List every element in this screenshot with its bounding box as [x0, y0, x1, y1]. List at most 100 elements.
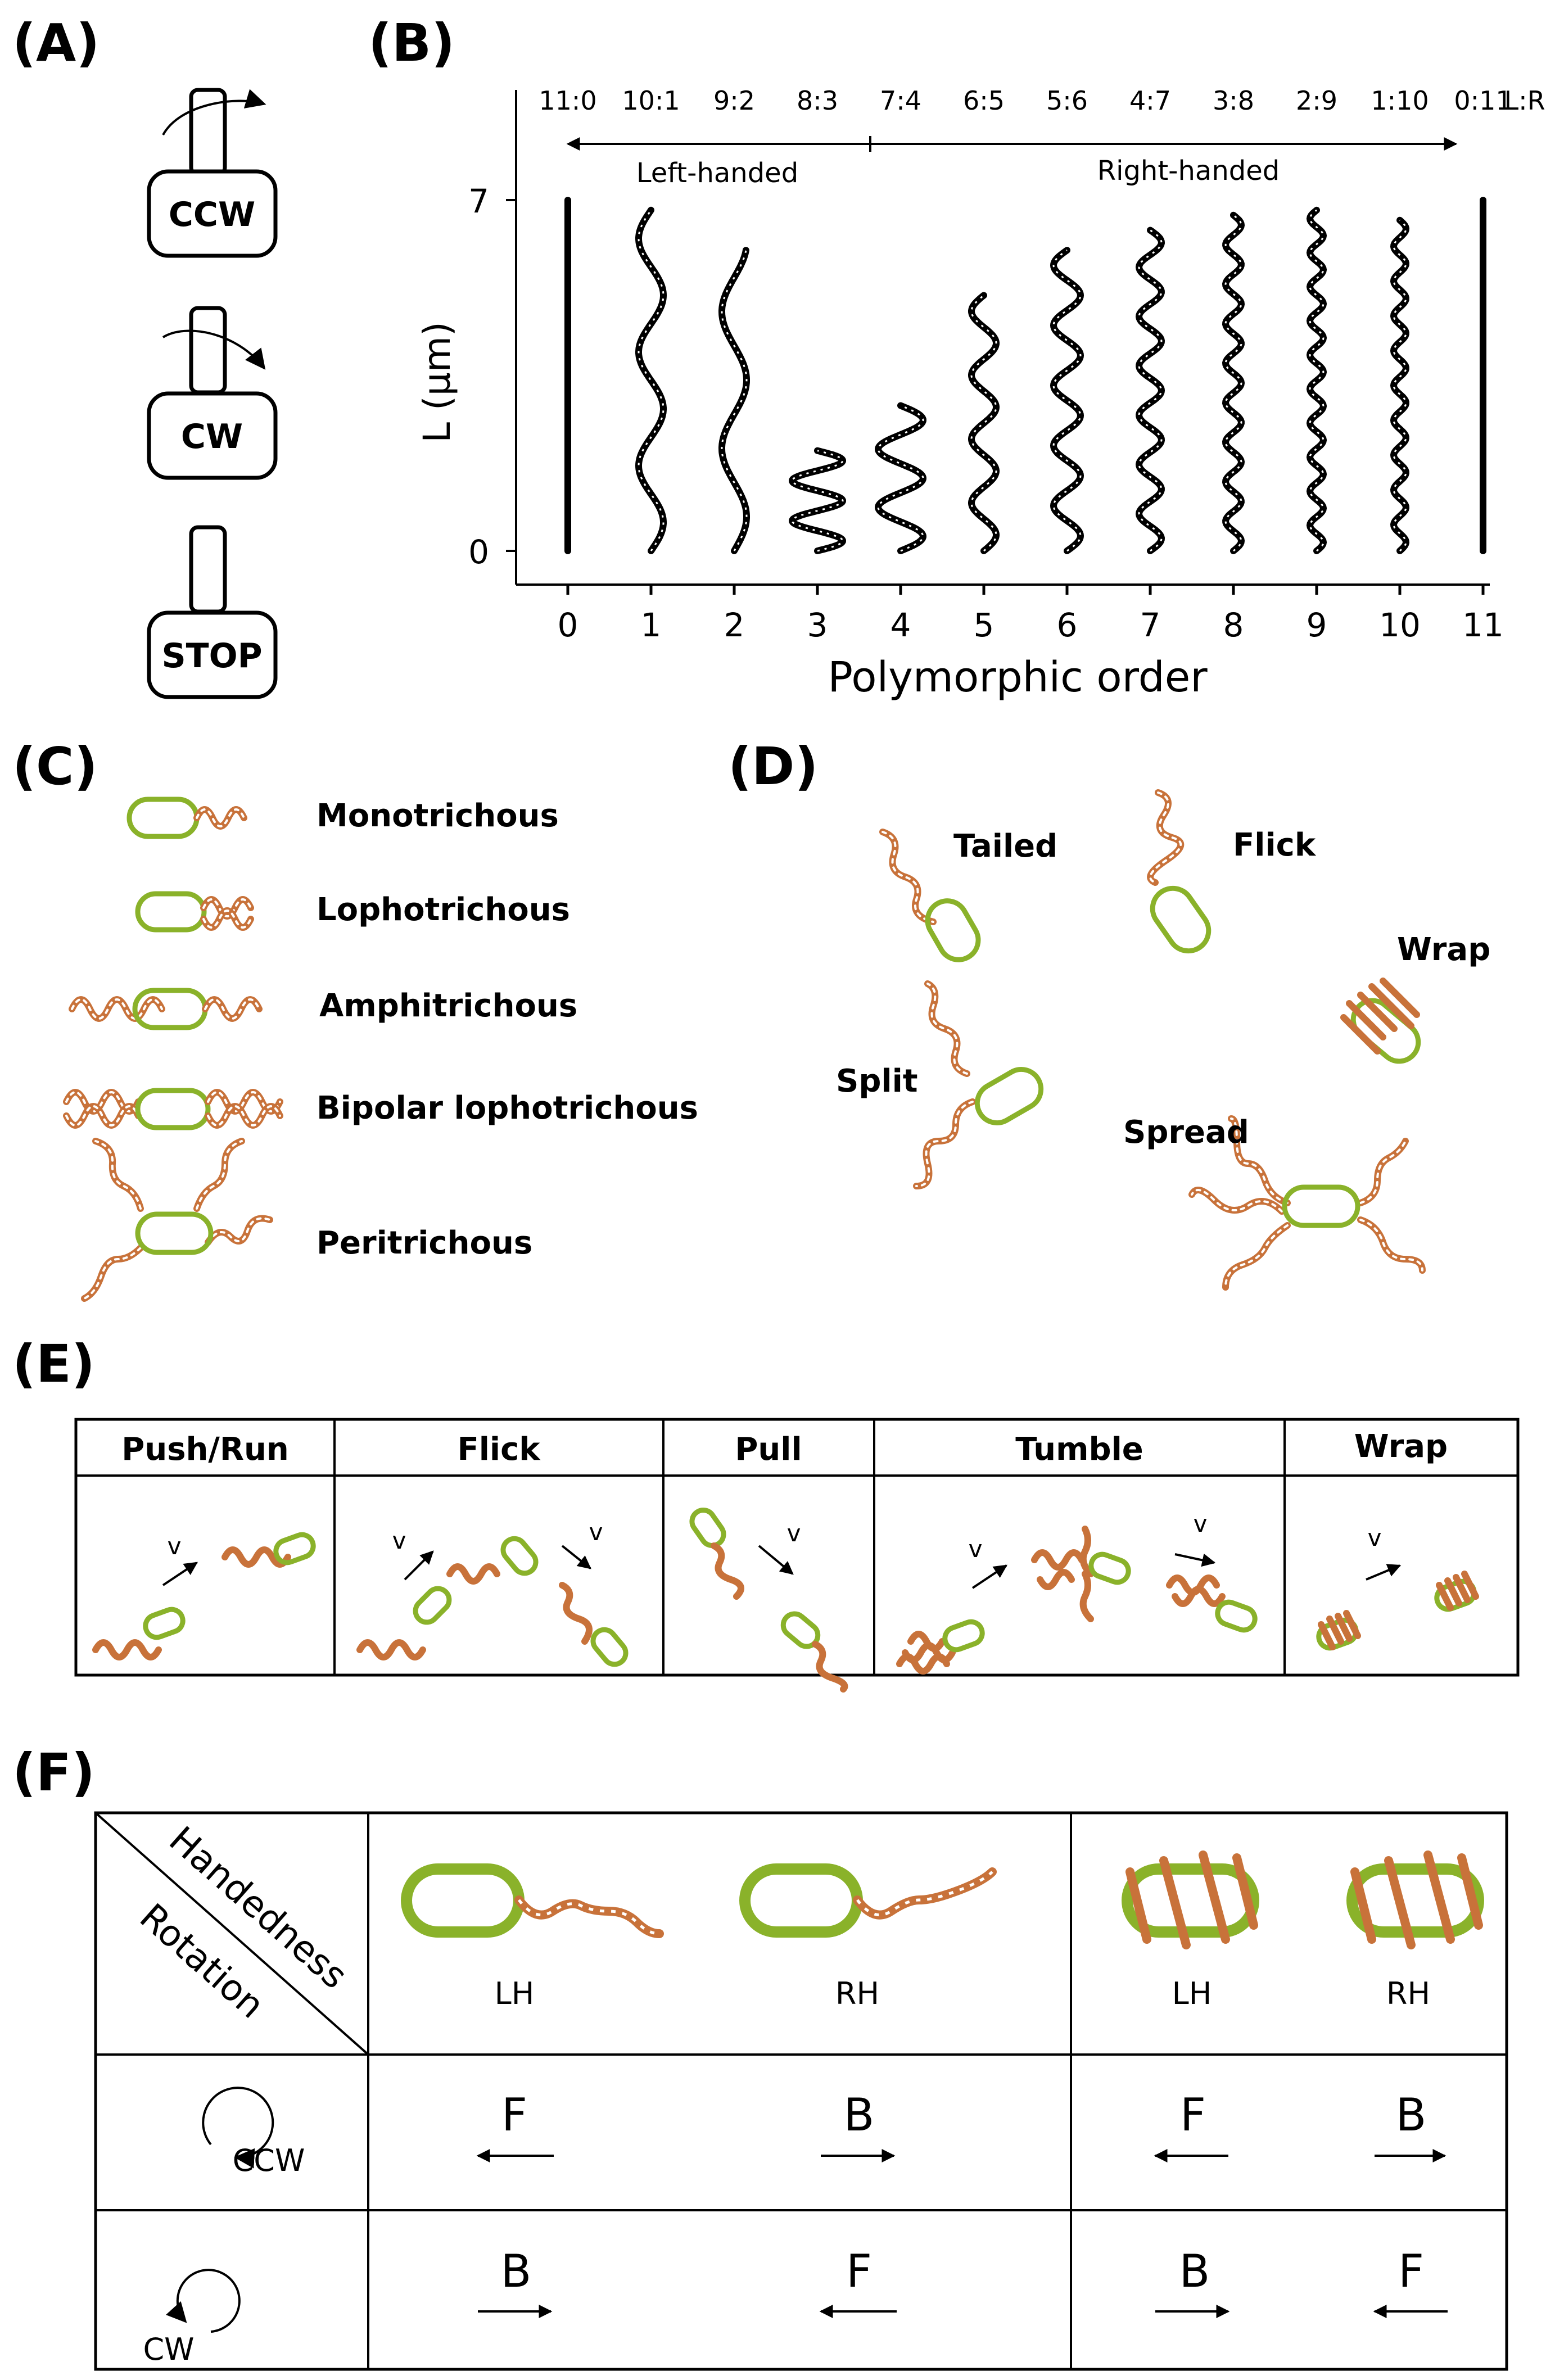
velocity-label: v	[787, 1519, 801, 1547]
peritrichous-cell	[81, 1138, 273, 1302]
ratio-header: L:R	[1504, 85, 1545, 116]
handedness-col-label: LH	[1172, 1976, 1212, 2011]
motor-cw: CW	[147, 306, 278, 480]
mode-header: Pull	[735, 1431, 802, 1468]
ccw-row-label: CCW	[233, 2143, 305, 2178]
right-handed-label: Right-handed	[1097, 155, 1280, 187]
panel-label-f: (F)	[12, 1743, 95, 1803]
wrap-cell	[1340, 978, 1421, 1064]
left-handed-label: Left-handed	[636, 157, 798, 189]
wrap-illustration: v	[1316, 1524, 1479, 1651]
rh-monotrichous-cell	[739, 1863, 997, 1938]
direction-letter: F	[1180, 2089, 1206, 2141]
flagellum-polymorph-dash	[791, 450, 844, 552]
cw-rotation-icon	[165, 2269, 241, 2333]
lh-monotrichous-cell	[401, 1863, 664, 1938]
mode-header: Push/Run	[121, 1431, 288, 1468]
flagellum-polymorph	[635, 206, 667, 554]
bipolar-lophotrichous-cell	[63, 1088, 283, 1130]
mode-header: Tumble	[1015, 1431, 1143, 1468]
velocity-label: v	[969, 1535, 983, 1563]
flagellum-polymorph	[1050, 247, 1084, 554]
ytick-label: 0	[468, 533, 489, 571]
arrangement-label: Monotrichous	[317, 798, 559, 834]
ytick-label: 7	[468, 182, 489, 220]
y-axis-label: L (µm)	[415, 322, 459, 443]
polymorph-chart: 7 0 L (µm) Polymorphic order L:R Left-ha…	[415, 85, 1545, 702]
x-tick-label: 5	[974, 606, 995, 644]
arrangement-label: Amphitrichous	[319, 988, 577, 1024]
rh-wrap-cell	[1346, 1850, 1484, 1949]
direction-letter: B	[1179, 2245, 1210, 2297]
arrangement-label: Bipolar lophotrichous	[317, 1090, 698, 1126]
split-cell	[913, 980, 1044, 1189]
direction-letter: F	[501, 2089, 527, 2141]
x-tick-label: 8	[1223, 606, 1244, 644]
ratio-label: 5:6	[1046, 85, 1088, 116]
stop-label: STOP	[161, 636, 262, 676]
x-tick-label: 7	[1140, 606, 1161, 644]
ratio-label: 8:3	[797, 85, 838, 116]
tumble-illustration: v v	[896, 1510, 1258, 1675]
x-tick-label: 0	[558, 606, 578, 644]
conformation-label: Flick	[1233, 827, 1317, 863]
handedness-col-label: RH	[1386, 1976, 1430, 2011]
ratio-label: 1:10	[1371, 85, 1429, 116]
motor-stop: STOP	[147, 525, 278, 699]
flagellum-polymorph-dash	[1224, 214, 1242, 552]
flagellum-polymorph	[718, 247, 750, 554]
panel-label-c: (C)	[12, 736, 98, 797]
x-tick-label: 6	[1057, 606, 1078, 644]
ratio-label: 4:7	[1129, 85, 1171, 116]
pull-illustration: v	[689, 1508, 848, 1693]
lh-wrap-cell	[1122, 1850, 1259, 1949]
velocity-label: v	[168, 1532, 182, 1560]
ratio-label: 10:1	[622, 85, 680, 116]
direction-letter: F	[1398, 2245, 1424, 2297]
conformation-label: Wrap	[1397, 931, 1490, 968]
direction-table: Handedness Rotation LH RH LH RH CCW	[94, 1811, 1508, 2371]
tailed-cell	[879, 829, 981, 962]
flagellum-polymorph-dash	[721, 250, 748, 551]
modes-table: Push/Run Flick Pull Tumble Wrap v v v	[74, 1418, 1520, 1693]
flagellum-polymorph-dash	[638, 209, 665, 551]
push-run-illustration: v	[92, 1532, 316, 1660]
spread-cell	[1188, 1115, 1426, 1291]
cw-row-label: CW	[143, 2332, 194, 2367]
flagellum-polymorph	[1222, 211, 1245, 554]
ratio-label: 0:11	[1454, 85, 1512, 116]
x-tick-label: 4	[890, 606, 911, 644]
velocity-label: v	[1368, 1524, 1382, 1551]
ratio-label: 7:4	[880, 85, 921, 116]
x-tick-label: 9	[1307, 606, 1327, 644]
flagellum-polymorph	[968, 292, 1000, 554]
flick-illustration: v v	[356, 1518, 629, 1667]
direction-letter: B	[844, 2089, 875, 2141]
x-tick-label: 2	[724, 606, 745, 644]
direction-letter: F	[846, 2245, 872, 2297]
x-tick-label: 11	[1462, 606, 1504, 644]
arrangement-label: Lophotrichous	[317, 892, 570, 928]
conformation-label: Spread	[1123, 1114, 1249, 1151]
flick-cell	[1147, 789, 1212, 954]
amphitrichous-cell	[69, 988, 263, 1030]
monotrichous-cell	[126, 797, 247, 839]
velocity-label: v	[392, 1527, 406, 1554]
handedness-col-label: LH	[495, 1976, 535, 2011]
direction-letter: B	[1396, 2089, 1427, 2141]
ratio-label: 9:2	[713, 85, 755, 116]
x-tick-label: 10	[1379, 606, 1421, 644]
x-tick-label: 1	[641, 606, 662, 644]
x-tick-label: 3	[807, 606, 828, 644]
panel-label-d: (D)	[728, 736, 818, 797]
ratio-label: 2:9	[1296, 85, 1337, 116]
motor-ccw: CCW	[147, 88, 278, 258]
flagellum-polymorph-dash	[877, 405, 924, 552]
mode-header: Flick	[457, 1431, 541, 1468]
direction-letter: B	[501, 2245, 532, 2297]
flagellum-polymorph	[1390, 216, 1410, 554]
conformation-label: Split	[836, 1063, 918, 1099]
ratio-label: 11:0	[539, 85, 596, 116]
mode-header: Wrap	[1354, 1428, 1448, 1465]
